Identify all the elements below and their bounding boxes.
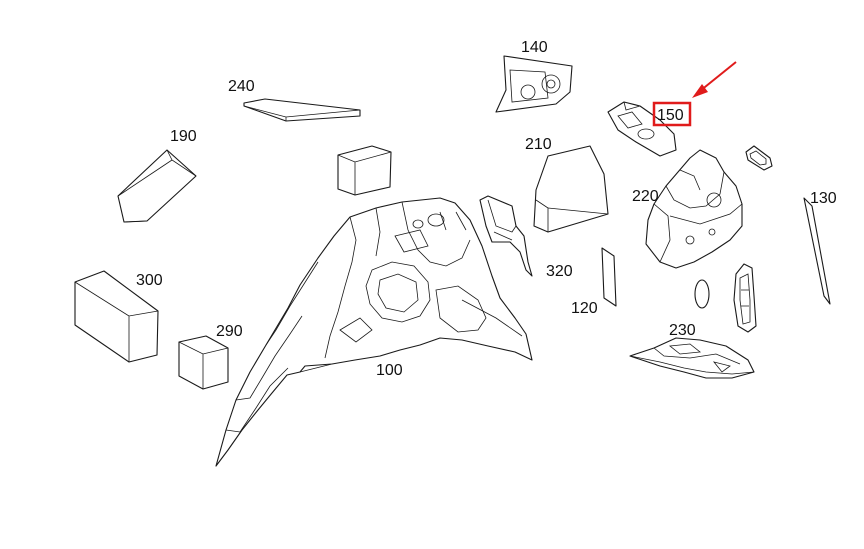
part-120[interactable] bbox=[601, 247, 617, 307]
label-230: 230 bbox=[669, 322, 696, 339]
label-190: 190 bbox=[170, 128, 197, 145]
part-190[interactable] bbox=[117, 149, 197, 223]
label-100: 100 bbox=[376, 362, 403, 379]
part-240[interactable] bbox=[243, 98, 361, 122]
part-290[interactable] bbox=[178, 335, 229, 390]
label-220: 220 bbox=[632, 188, 659, 205]
part-230[interactable] bbox=[629, 337, 755, 379]
part-210[interactable] bbox=[533, 145, 609, 233]
label-130: 130 bbox=[810, 190, 837, 207]
label-210: 210 bbox=[525, 136, 552, 153]
round-pad[interactable] bbox=[694, 279, 710, 309]
highlight-box-150 bbox=[652, 101, 692, 127]
part-150[interactable] bbox=[607, 101, 677, 157]
label-290: 290 bbox=[216, 323, 243, 340]
grommet-ring[interactable] bbox=[745, 145, 773, 171]
label-150: 150 bbox=[657, 107, 684, 124]
part-130[interactable] bbox=[803, 197, 831, 305]
small-block-unlabeled[interactable] bbox=[337, 145, 392, 196]
pointer-arrow-icon bbox=[692, 61, 737, 98]
label-300: 300 bbox=[136, 272, 163, 289]
part-300[interactable] bbox=[74, 270, 159, 363]
part-220[interactable] bbox=[645, 149, 743, 269]
label-120: 120 bbox=[571, 300, 598, 317]
part-320[interactable] bbox=[479, 195, 533, 277]
part-100[interactable] bbox=[215, 197, 533, 467]
label-240: 240 bbox=[228, 78, 255, 95]
label-320: 320 bbox=[546, 263, 573, 280]
label-140: 140 bbox=[521, 39, 548, 56]
part-140[interactable] bbox=[495, 55, 573, 113]
gasket-frame[interactable] bbox=[733, 263, 757, 333]
